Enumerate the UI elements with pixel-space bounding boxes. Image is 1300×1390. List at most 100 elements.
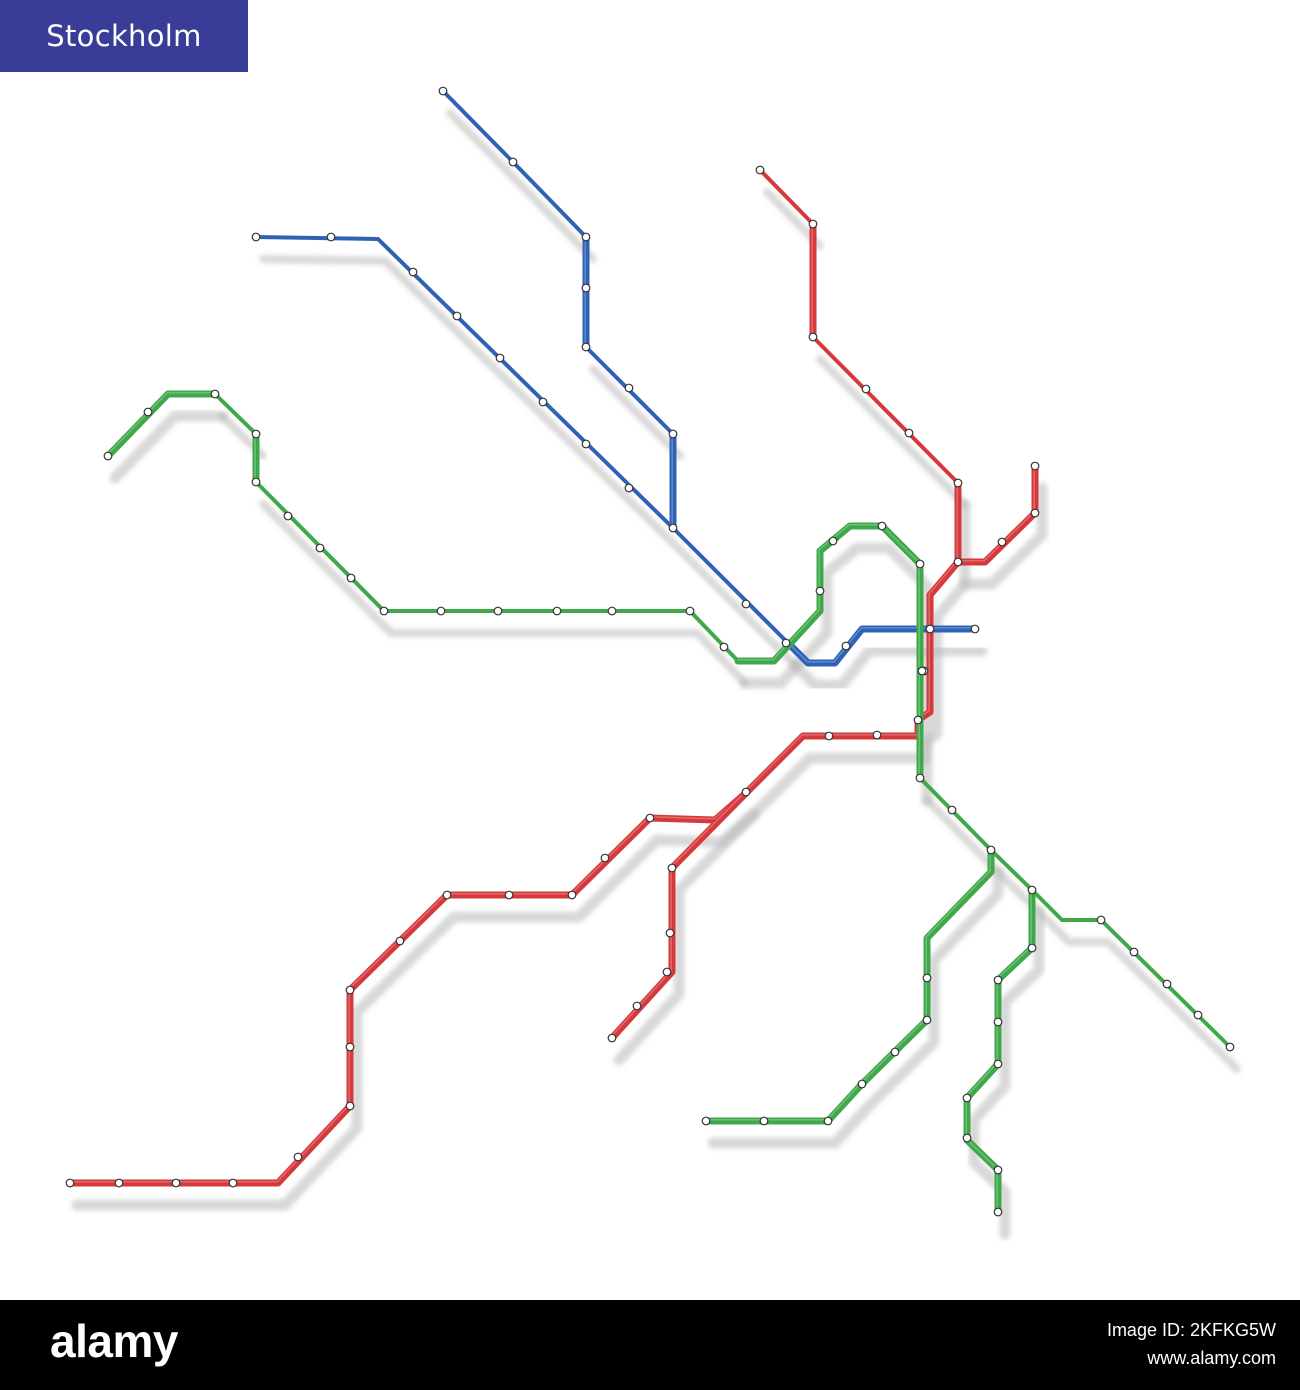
station-marker — [251, 429, 261, 439]
red-line-highlight — [610, 790, 747, 1038]
station-marker — [917, 666, 927, 676]
green-line-highlight — [965, 888, 1032, 1211]
image-id-label: Image ID: 2KFKG5W — [1106, 1320, 1276, 1340]
red-line-segment — [954, 462, 1039, 566]
station-marker — [508, 157, 518, 167]
station-marker — [251, 477, 261, 487]
station-marker — [379, 606, 389, 616]
station-marker — [857, 1079, 867, 1089]
station-marker — [915, 559, 925, 569]
green-line-segment — [213, 392, 258, 436]
station-marker — [452, 311, 462, 321]
green-line-shadow — [923, 796, 1241, 1073]
station-marker — [685, 606, 695, 616]
station-marker — [1027, 943, 1037, 953]
map-title: Stockholm — [46, 19, 202, 53]
station-marker — [701, 1116, 711, 1126]
station-marker — [228, 1178, 238, 1188]
station-marker — [1225, 1042, 1235, 1052]
line-shadows — [71, 109, 1241, 1240]
station-marker — [1129, 947, 1139, 957]
station-marker — [824, 731, 834, 741]
station-marker — [581, 439, 591, 449]
station-marker — [815, 586, 825, 596]
station-marker — [607, 1033, 617, 1043]
station-marker — [915, 773, 925, 783]
red-line-segment — [608, 788, 751, 1042]
station-marker — [495, 353, 505, 363]
station-marker — [741, 787, 751, 797]
station-marker — [624, 483, 634, 493]
station-marker — [293, 1152, 303, 1162]
station-marker — [808, 219, 818, 229]
red-line-shadow — [959, 482, 1048, 590]
metro-map — [65, 86, 1241, 1240]
station-marker — [861, 384, 871, 394]
station-marker — [668, 523, 678, 533]
station-marker — [283, 511, 293, 521]
station-marker — [665, 928, 675, 938]
green-line-shadow — [968, 906, 1045, 1240]
station-marker — [552, 606, 562, 616]
station-marker — [662, 967, 672, 977]
blue-line-shadow — [259, 255, 799, 669]
station-marker — [581, 283, 591, 293]
station-marker — [438, 86, 448, 96]
station-marker — [581, 342, 591, 352]
red-line-shadow — [816, 355, 969, 509]
station-marker — [326, 232, 336, 242]
station-marker — [1030, 508, 1040, 518]
station-marker — [171, 1178, 181, 1188]
station-marker — [947, 805, 957, 815]
station-marker — [953, 478, 963, 488]
station-marker — [493, 606, 503, 616]
station-marker — [962, 1133, 972, 1143]
station-marker — [922, 1015, 932, 1025]
station-marker — [567, 890, 577, 900]
station-marker — [1027, 885, 1037, 895]
red-line-segment — [758, 168, 815, 226]
station-marker — [997, 537, 1007, 547]
station-marker — [538, 397, 548, 407]
blue-line-segment — [784, 625, 979, 667]
blue-line-shadow — [589, 365, 684, 460]
green-line-segment — [918, 776, 1232, 1049]
station-marker — [823, 1116, 833, 1126]
station-marker — [345, 1101, 355, 1111]
station-marker — [65, 1178, 75, 1188]
station-marker — [607, 606, 617, 616]
watermark-footer: alamy Image ID: 2KFKG5W www.alamy.com — [0, 1300, 1300, 1390]
station-marker — [346, 573, 356, 583]
red-line-segment — [66, 558, 962, 1187]
station-marker — [395, 936, 405, 946]
red-line-segment — [811, 335, 960, 485]
station-marker — [315, 543, 325, 553]
station-marker — [1193, 1010, 1203, 1020]
station-marker — [913, 715, 923, 725]
station-marker — [103, 451, 113, 461]
metro-lines — [66, 89, 1232, 1216]
station-marker — [781, 638, 791, 648]
station-marker — [877, 521, 887, 531]
metro-stations — [65, 86, 1235, 1217]
station-marker — [986, 845, 996, 855]
watermark-logo: alamy — [50, 1315, 178, 1367]
station-marker — [922, 973, 932, 983]
station-marker — [114, 1178, 124, 1188]
station-marker — [1030, 461, 1040, 471]
green-line-highlight — [705, 848, 991, 1121]
station-marker — [993, 1059, 1003, 1069]
station-marker — [828, 536, 838, 546]
station-marker — [210, 389, 220, 399]
station-marker — [143, 407, 153, 417]
station-marker — [808, 332, 818, 342]
station-marker — [645, 813, 655, 823]
green-line-shadow — [109, 410, 228, 484]
station-marker — [624, 383, 634, 393]
station-marker — [953, 557, 963, 567]
station-marker — [408, 267, 418, 277]
site-url: www.alamy.com — [1147, 1348, 1276, 1368]
station-marker — [632, 1001, 642, 1011]
station-marker — [251, 232, 261, 242]
station-marker — [872, 730, 882, 740]
